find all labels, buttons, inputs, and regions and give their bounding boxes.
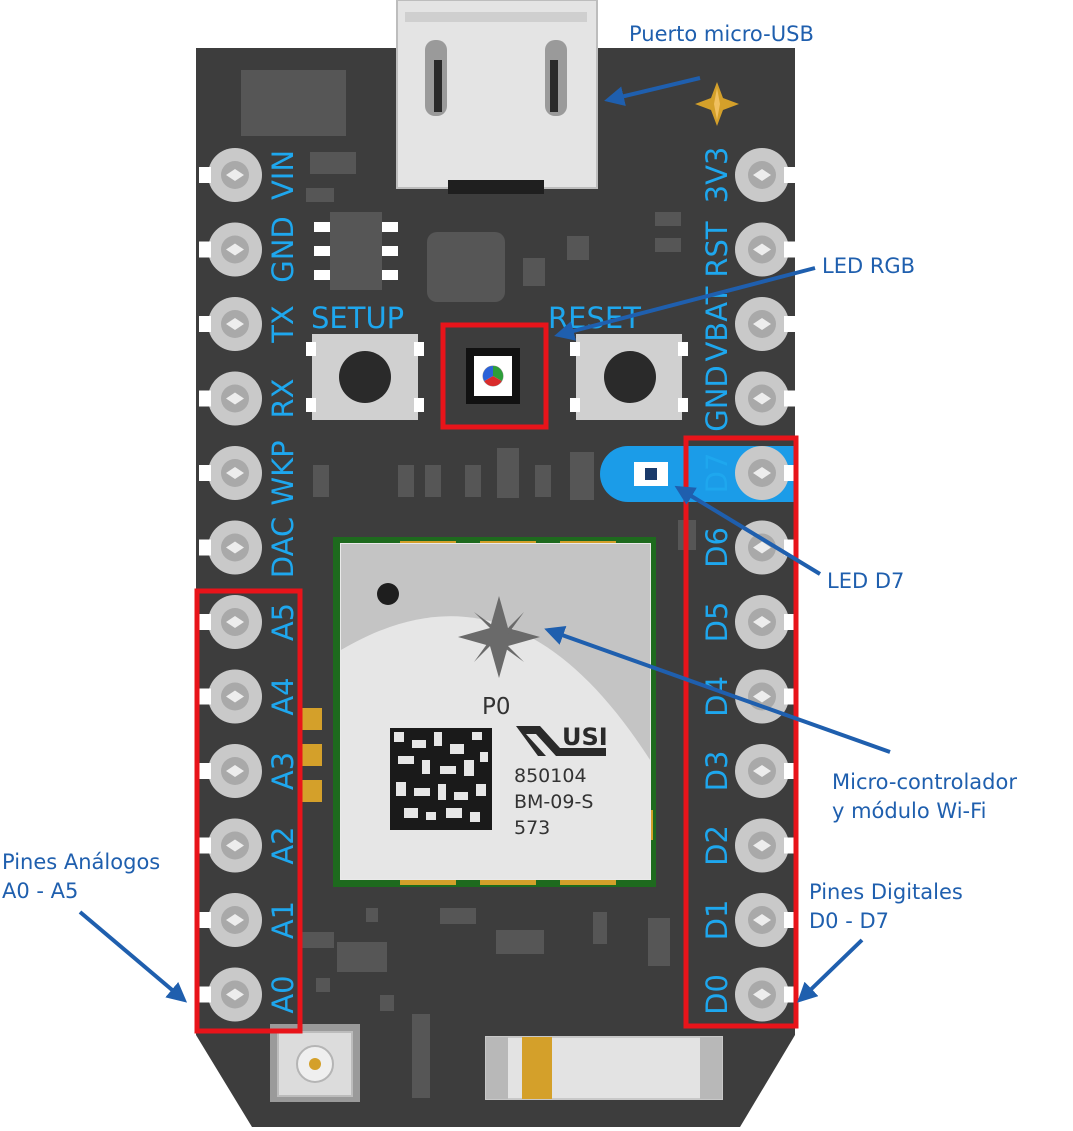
pin-right-d3 — [735, 744, 798, 798]
pin-right-d1 — [735, 893, 798, 947]
pin-label-right-d4: D4 — [700, 676, 734, 717]
pin-right-d0 — [735, 967, 798, 1022]
analog-pins-annotation: Pines Análogos A0 - A5 — [2, 848, 160, 906]
reset-button[interactable] — [570, 334, 688, 420]
pin-right-d5 — [735, 595, 798, 649]
pin-left-wkp — [199, 446, 262, 500]
analog-annotation-line-1: Pines Análogos — [2, 850, 161, 874]
pin-right-vbat — [735, 297, 798, 351]
module-line-2: BM-09-S — [514, 791, 593, 813]
rgb-highlight-box — [440, 322, 549, 430]
annotation-arrows — [78, 76, 891, 1003]
pin-label-right-d7: D7 — [700, 453, 734, 494]
module-line-3: 573 — [514, 817, 550, 839]
pin-label-right-d3: D3 — [700, 751, 734, 792]
pin-label-left-a3: A3 — [266, 752, 300, 790]
pin-label-left-wkp: WKP — [266, 440, 300, 505]
pin-label-left-a2: A2 — [266, 826, 300, 864]
pin-label-right-3v3: 3V3 — [700, 147, 734, 204]
rgb-led-annotation: LED RGB — [822, 254, 916, 278]
pin-right-d2 — [735, 818, 798, 873]
usi-logo-icon — [516, 726, 606, 756]
d7-led-annotation: LED D7 — [827, 569, 905, 593]
pin-label-left-rx: RX — [266, 378, 300, 418]
antenna-connector — [270, 1024, 360, 1102]
chip-antenna — [485, 1036, 723, 1100]
module-name: P0 — [482, 694, 511, 720]
digital-pins-annotation: Pines Digitales D0 - D7 — [809, 878, 963, 936]
pin-right-rst — [735, 222, 798, 277]
pin-label-left-a4: A4 — [266, 677, 300, 715]
pin-left-a3 — [199, 744, 262, 798]
pin-left-tx — [199, 297, 262, 351]
ic-leads — [314, 222, 398, 280]
pin-left-a5 — [199, 595, 262, 649]
rgb-led — [466, 348, 520, 404]
d7-arrow — [674, 485, 822, 576]
digital-annotation-line-2: D0 - D7 — [809, 909, 889, 933]
pin-left-a0 — [199, 967, 262, 1022]
usb-connector — [396, 0, 598, 194]
mcu-arrow — [544, 625, 891, 754]
pin-label-right-d6: D6 — [700, 527, 734, 568]
pin-label-left-tx: TX — [266, 305, 300, 344]
data-matrix-code — [390, 728, 492, 830]
analog-annotation-line-2: A0 - A5 — [2, 879, 79, 903]
mcu-annotation-line-1: Micro-controlador — [832, 770, 1017, 794]
pin-label-left-a1: A1 — [266, 901, 300, 939]
pin-label-left-vin: VIN — [266, 150, 300, 200]
p0-module: USI P0 850104 BM-09-S 573 — [333, 537, 656, 887]
pin-left-a1 — [199, 893, 262, 947]
pin-label-left-a0: A0 — [266, 975, 300, 1013]
pin-label-right-d5: D5 — [700, 602, 734, 643]
pin-right-3v3 — [735, 148, 798, 202]
pin-left-a2 — [199, 818, 262, 873]
mcu-annotation: Micro-controlador y módulo Wi-Fi — [832, 768, 1017, 826]
pin-label-left-a5: A5 — [266, 603, 300, 641]
pin-left-rx — [199, 371, 262, 426]
pin-left-dac — [199, 520, 262, 575]
pin-left-vin — [199, 148, 262, 202]
pin-left-gnd — [199, 222, 262, 277]
pin-label-right-d1: D1 — [700, 900, 734, 941]
gold-pads — [302, 708, 322, 802]
analog-arrow — [78, 910, 188, 1003]
analog-pins-highlight-box — [194, 588, 303, 1034]
digital-annotation-line-1: Pines Digitales — [809, 880, 963, 904]
pin-left-a4 — [199, 669, 262, 724]
setup-label: SETUP — [311, 301, 404, 335]
pin-label-left-dac: DAC — [266, 517, 300, 578]
usb-arrow — [604, 76, 701, 107]
rgb-arrow — [554, 266, 816, 341]
pin-label-right-gnd: GND — [700, 365, 734, 432]
smd-components — [241, 70, 696, 1098]
digital-pins-highlight-box — [683, 435, 799, 1029]
pin-right-d7 — [735, 446, 798, 500]
pin-label-right-d0: D0 — [700, 974, 734, 1015]
digital-arrow — [797, 938, 864, 1003]
module-line-1: 850104 — [514, 765, 587, 787]
setup-button[interactable] — [306, 334, 424, 420]
pin-label-right-rst: RST — [700, 221, 734, 278]
usb-port-annotation: Puerto micro-USB — [629, 22, 814, 46]
pin-label-left-gnd: GND — [266, 216, 300, 283]
pin-label-right-d2: D2 — [700, 825, 734, 866]
pin-label-right-vbat: VBAT — [700, 286, 734, 361]
mcu-annotation-line-2: y módulo Wi-Fi — [832, 799, 987, 823]
pin-right-gnd — [735, 371, 798, 426]
usi-brand: USI — [562, 723, 608, 751]
